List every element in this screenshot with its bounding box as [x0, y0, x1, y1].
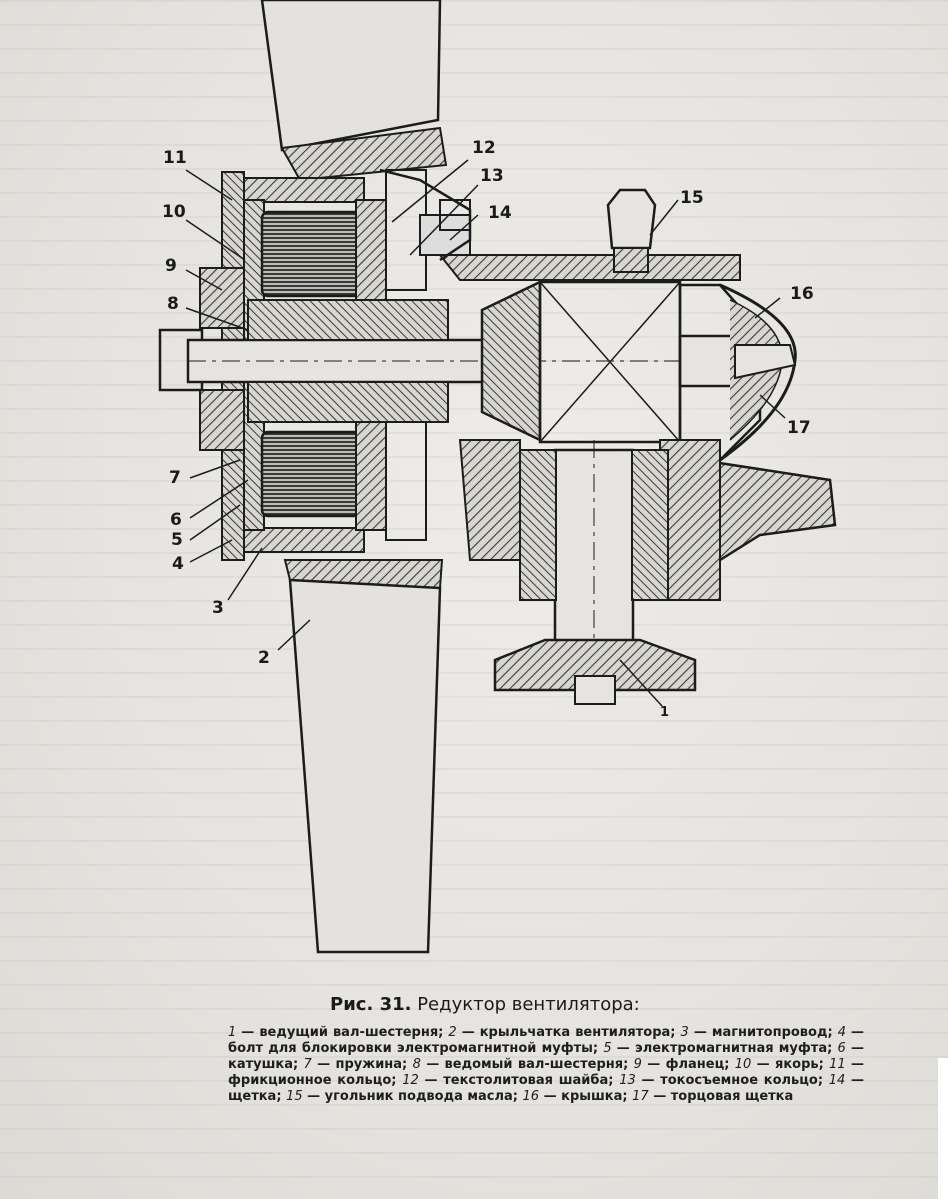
legend-number: 6	[837, 1041, 846, 1056]
legend-number: 7	[303, 1057, 312, 1072]
legend-entry: 12 — текстолитовая шайба;	[402, 1073, 619, 1088]
legend-number: 2	[448, 1025, 457, 1040]
legend-number: 11	[829, 1057, 846, 1072]
legend-text: — щетка;	[228, 1073, 865, 1104]
end-brush	[734, 344, 797, 380]
callout-3: 3	[212, 598, 224, 618]
callout-5: 5	[171, 530, 183, 550]
scan-edge	[938, 1058, 948, 1199]
oil-elbow	[606, 188, 657, 273]
brush-holder	[379, 168, 472, 262]
callout-7: 7	[169, 468, 181, 488]
legend-text: — якорь;	[751, 1057, 830, 1072]
callout-10: 10	[162, 202, 186, 222]
legend-entry: 1 — ведущий вал-шестерня;	[228, 1025, 448, 1040]
legend-text: — крышка;	[539, 1089, 633, 1104]
legend-entry: 4 — болт для блокировки электромагнитной…	[228, 1025, 864, 1056]
callout-12: 12	[472, 138, 496, 158]
figure-number: Рис. 31.	[330, 994, 412, 1015]
legend-text: — фланец;	[641, 1057, 735, 1072]
legend-entry: 15 — угольник подвода масла;	[286, 1089, 522, 1104]
legend-text: — угольник подвода масла;	[302, 1089, 523, 1104]
legend-number: 16	[522, 1089, 540, 1104]
fan-blade	[260, 0, 448, 954]
legend-text: — ведущий вал-шестерня;	[236, 1025, 449, 1040]
callout-6: 6	[170, 510, 182, 530]
legend-entry: 16 — крышка;	[523, 1089, 633, 1104]
legend-text: — фрикционное кольцо;	[228, 1057, 865, 1088]
legend-text: — болт для блокировки электромагнитной м…	[228, 1025, 864, 1056]
legend-number: 10	[734, 1057, 752, 1072]
legend-number: 17	[632, 1089, 649, 1104]
legend-number: 14	[828, 1073, 846, 1088]
legend-text: — электромагнитная муфта;	[611, 1041, 838, 1056]
legend-entry: 8 — ведомый вал-шестерня;	[413, 1057, 634, 1072]
legend-text: — пружина;	[311, 1057, 413, 1072]
callout-1: 1	[660, 705, 670, 720]
drive-shaft	[493, 440, 697, 705]
gearbox-housing	[437, 254, 837, 601]
legend-entry: 10 — якорь;	[735, 1057, 829, 1072]
legend-number: 5	[603, 1041, 612, 1056]
legend-text: — торцовая щетка	[648, 1089, 794, 1104]
bevel-gears	[480, 280, 742, 444]
legend-text: — токосъемное кольцо;	[635, 1073, 829, 1088]
legend-text: — текстолитовая шайба;	[418, 1073, 620, 1088]
legend-entry: 3 — магнитопровод;	[681, 1025, 838, 1040]
legend-number: 15	[286, 1089, 303, 1104]
legend-number: 9	[633, 1057, 642, 1072]
legend-number: 3	[680, 1025, 689, 1040]
legend-text: — катушка;	[228, 1041, 864, 1072]
callout-2: 2	[258, 648, 270, 668]
legend-entry: 7 — пружина;	[304, 1057, 413, 1072]
callout-8: 8	[167, 294, 179, 314]
legend-entry: 5 — электромагнитная муфта;	[603, 1041, 837, 1056]
legend-text: — ведомый вал-шестерня;	[420, 1057, 634, 1072]
callout-17: 17	[787, 418, 811, 438]
legend-number: 12	[402, 1073, 419, 1088]
callout-4: 4	[172, 554, 184, 574]
callout-9: 9	[165, 256, 177, 276]
figure-legend: 1 — ведущий вал-шестерня; 2 — крыльчатка…	[228, 1025, 864, 1105]
legend-entry: 11 — фрикционное кольцо;	[228, 1057, 864, 1088]
callout-13: 13	[480, 166, 504, 186]
leader-lines	[185, 159, 786, 707]
callout-14: 14	[488, 203, 512, 223]
legend-number: 13	[619, 1073, 636, 1088]
figure-title-text: Редуктор вентилятора:	[417, 994, 640, 1015]
legend-number: 1	[228, 1025, 237, 1040]
legend-number: 4	[837, 1025, 846, 1040]
legend-entry: 17 — торцовая щетка	[632, 1089, 793, 1104]
legend-entry: 9 — фланец;	[634, 1057, 735, 1072]
legend-text: — магнитопровод;	[688, 1025, 838, 1040]
legend-entry: 14 — щетка;	[228, 1073, 864, 1104]
figure-title: Рис. 31. Редуктор вентилятора:	[330, 994, 730, 1015]
legend-entry: 13 — токосъемное кольцо;	[619, 1073, 829, 1088]
driven-shaft	[158, 299, 700, 423]
legend-entry: 2 — крыльчатка вентилятора;	[448, 1025, 680, 1040]
legend-text: — крыльчатка вентилятора;	[456, 1025, 681, 1040]
legend-entry: 6 — катушка;	[228, 1041, 864, 1072]
callout-15: 15	[680, 188, 704, 208]
callout-16: 16	[790, 284, 814, 304]
legend-number: 8	[412, 1057, 421, 1072]
callout-11: 11	[163, 148, 187, 168]
